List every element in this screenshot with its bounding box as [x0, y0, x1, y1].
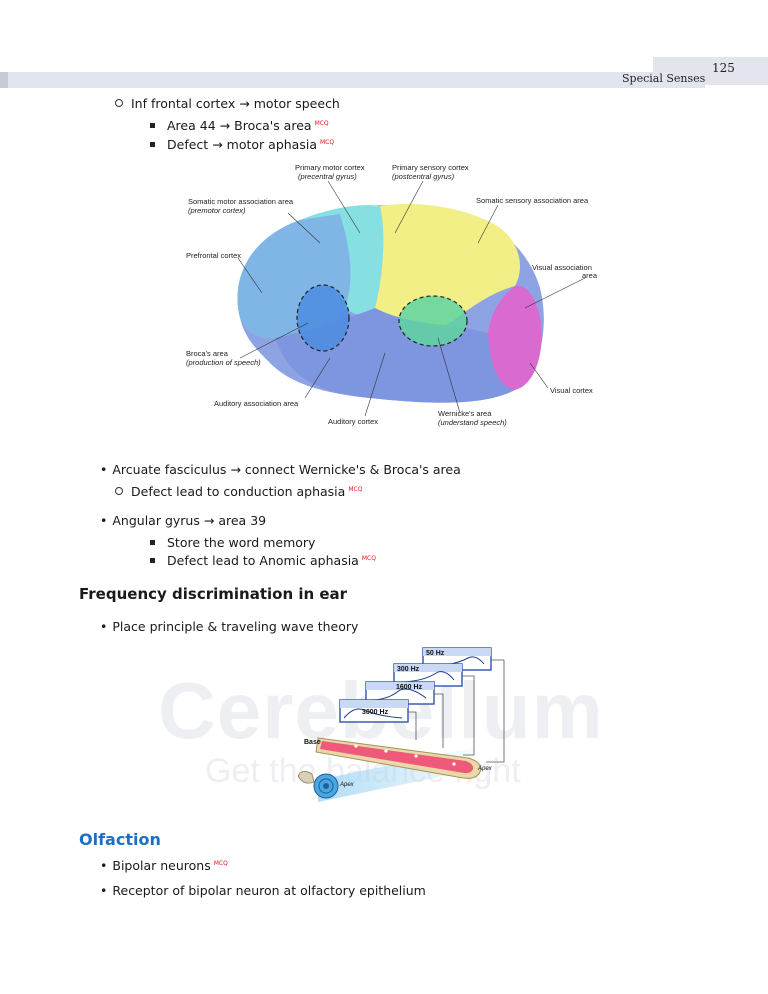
mcq-tag: MCQ: [319, 138, 335, 146]
dot-bullet-icon: •: [100, 513, 108, 528]
freq-label-50: 50 Hz: [426, 650, 445, 657]
freq-label-3000: 3000 Hz: [362, 709, 389, 716]
dot-bullet-icon: •: [100, 462, 108, 477]
label-base: Base: [304, 739, 321, 746]
header-bar: [0, 72, 705, 88]
dot-bullet-icon: •: [100, 619, 108, 634]
label-primary-motor: Primary motor cortex: [295, 163, 365, 172]
premotor-area: [300, 205, 384, 315]
header-edge: [0, 72, 8, 88]
label-auditory-assoc: Auditory association area: [214, 399, 299, 408]
label-visual-cortex: Visual cortex: [550, 386, 593, 395]
frequency-heading: Frequency discrimination in ear: [79, 585, 348, 603]
cochlea-figure: 50 Hz 300 Hz 1600 Hz 3000 Hz Base Apex: [297, 647, 505, 802]
label-broca: Broca's area: [186, 349, 229, 358]
leader-lines: [237, 180, 586, 417]
olfaction-heading: Olfaction: [79, 830, 161, 849]
label-auditory-cortex: Auditory cortex: [328, 417, 378, 426]
square-bullet-icon: [150, 540, 155, 545]
square-bullet-icon: [150, 558, 155, 563]
freq-label-300: 300 Hz: [397, 666, 420, 673]
circle-bullet-icon: [115, 99, 123, 107]
label-primary-motor-sub: (precentral gyrus): [298, 172, 357, 181]
label-broca-sub: (production of speech): [186, 358, 261, 367]
label-somatic-motor: Somatic motor association area: [188, 197, 294, 206]
mcq-tag: MCQ: [348, 485, 363, 493]
cochlea-spiral-icon: [297, 771, 339, 799]
list-item-receptor: •Receptor of bipolar neuron at olfactory…: [100, 883, 426, 898]
label-wernicke-sub: (understand speech): [438, 418, 507, 427]
label-wernicke: Wernicke's area: [438, 409, 492, 418]
list-item-inf-frontal: Inf frontal cortex→motor speech: [115, 96, 340, 111]
arrow-icon: →: [203, 513, 215, 528]
freq-box-1600: 1600 Hz: [365, 681, 435, 705]
label-primary-sensory-sub: (postcentral gyrus): [392, 172, 455, 181]
freq-label-1600: 1600 Hz: [396, 684, 423, 691]
label-apex-tube: Apex: [477, 766, 493, 772]
brain-figure: Primary motor cortex (precentral gyrus) …: [186, 163, 598, 427]
arrow-icon: →: [212, 137, 223, 152]
square-bullet-icon: [150, 123, 155, 128]
brain-lobes: [237, 204, 544, 403]
occipital-lobe: [487, 285, 542, 390]
circle-bullet-icon: [115, 487, 123, 495]
freq-connectors: [408, 659, 505, 763]
dot-bullet-icon: •: [100, 858, 108, 873]
mcq-tag: MCQ: [314, 119, 329, 127]
freq-box-3000: 3000 Hz: [339, 699, 409, 723]
arrow-icon: →: [219, 118, 231, 133]
label-somatic-sensory: Somatic sensory association area: [476, 196, 589, 205]
page-number: 125: [712, 61, 735, 75]
broca-area: [296, 284, 350, 352]
mcq-tag: MCQ: [361, 554, 376, 562]
square-bullet-icon: [150, 142, 155, 147]
label-primary-sensory: Primary sensory cortex: [392, 163, 469, 172]
wernicke-area: [398, 295, 468, 347]
basilar-membrane: [315, 737, 481, 779]
parietal-lobe: [375, 204, 520, 328]
arrow-icon: →: [239, 96, 250, 111]
list-item-angular-store: Store the word memory: [150, 535, 315, 550]
list-item-angular: •Angular gyrus→area 39: [100, 513, 267, 528]
label-apex-spiral: Apex: [339, 782, 355, 788]
arrow-icon: →: [230, 462, 241, 477]
list-item-arcuate: •Arcuate fasciculus→connect Wernicke's &…: [100, 462, 461, 477]
dot-bullet-icon: •: [100, 883, 108, 898]
section-title: Special Senses: [622, 72, 706, 85]
label-visual-assoc-2: area: [582, 271, 598, 280]
list-item-place-principle: •Place principle & traveling wave theory: [100, 619, 359, 634]
label-somatic-motor-sub: (premotor cortex): [188, 206, 246, 215]
label-prefrontal: Prefrontal cortex: [186, 251, 241, 260]
mcq-tag: MCQ: [213, 859, 228, 867]
label-visual-assoc: Visual association: [532, 263, 592, 272]
